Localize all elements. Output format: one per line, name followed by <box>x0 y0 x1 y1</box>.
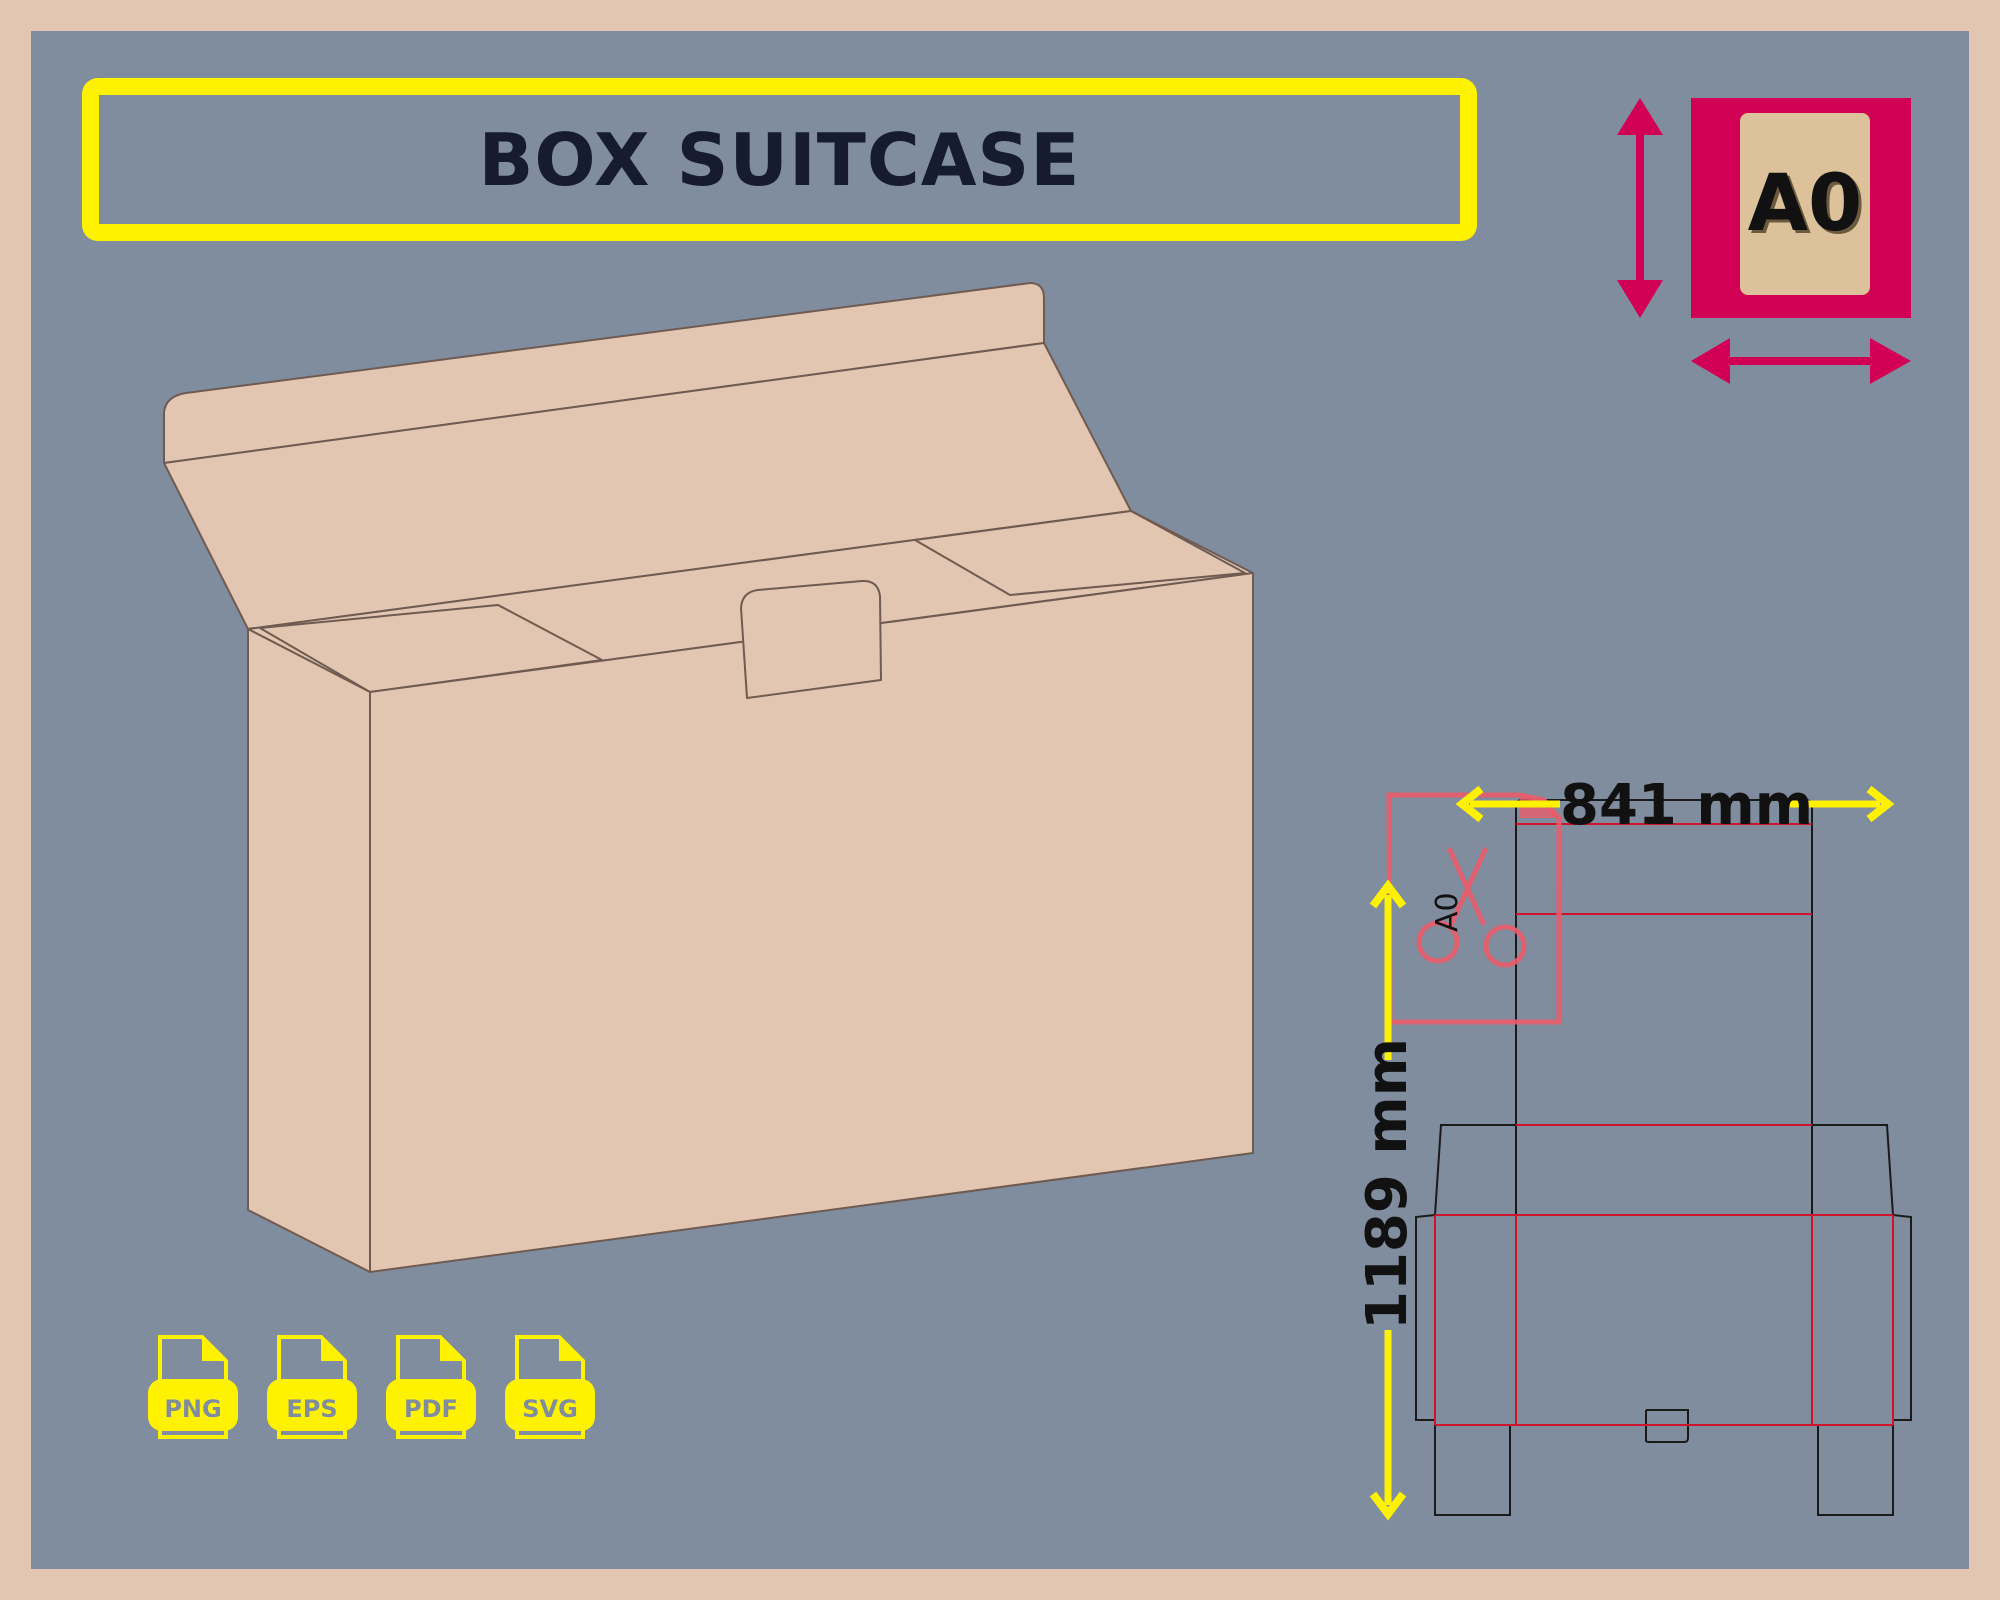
file-format-label: EPS <box>286 1395 338 1423</box>
paper-size-label: A0 <box>1740 113 1870 295</box>
file-icon-eps: EPS <box>267 1333 357 1441</box>
dieline-left-flaps <box>1415 1124 1516 1516</box>
dieline-bottom-edge <box>1516 1424 1812 1443</box>
handle-tab <box>740 579 882 699</box>
file-format-label: SVG <box>522 1395 578 1423</box>
right-dust-flap <box>914 510 1246 596</box>
paper-size-badge: A0 <box>1691 98 1911 318</box>
file-format-label: PDF <box>404 1395 458 1423</box>
file-icon-svg: SVG <box>505 1333 595 1441</box>
file-icon-pdf: PDF <box>386 1333 476 1441</box>
file-format-label: PNG <box>164 1395 222 1423</box>
width-dimension-label: 841 mm <box>1560 773 1814 838</box>
title-frame: BOX SUITCASE <box>82 78 1477 241</box>
page-title: BOX SUITCASE <box>478 117 1081 202</box>
height-dimension-label: 1189 mm <box>1355 1037 1420 1330</box>
lid-tuck-flap <box>163 282 1045 464</box>
file-icon-png: PNG <box>148 1333 238 1441</box>
dieline-right-flaps <box>1812 1124 1912 1516</box>
box-front-panel <box>369 572 1254 1273</box>
